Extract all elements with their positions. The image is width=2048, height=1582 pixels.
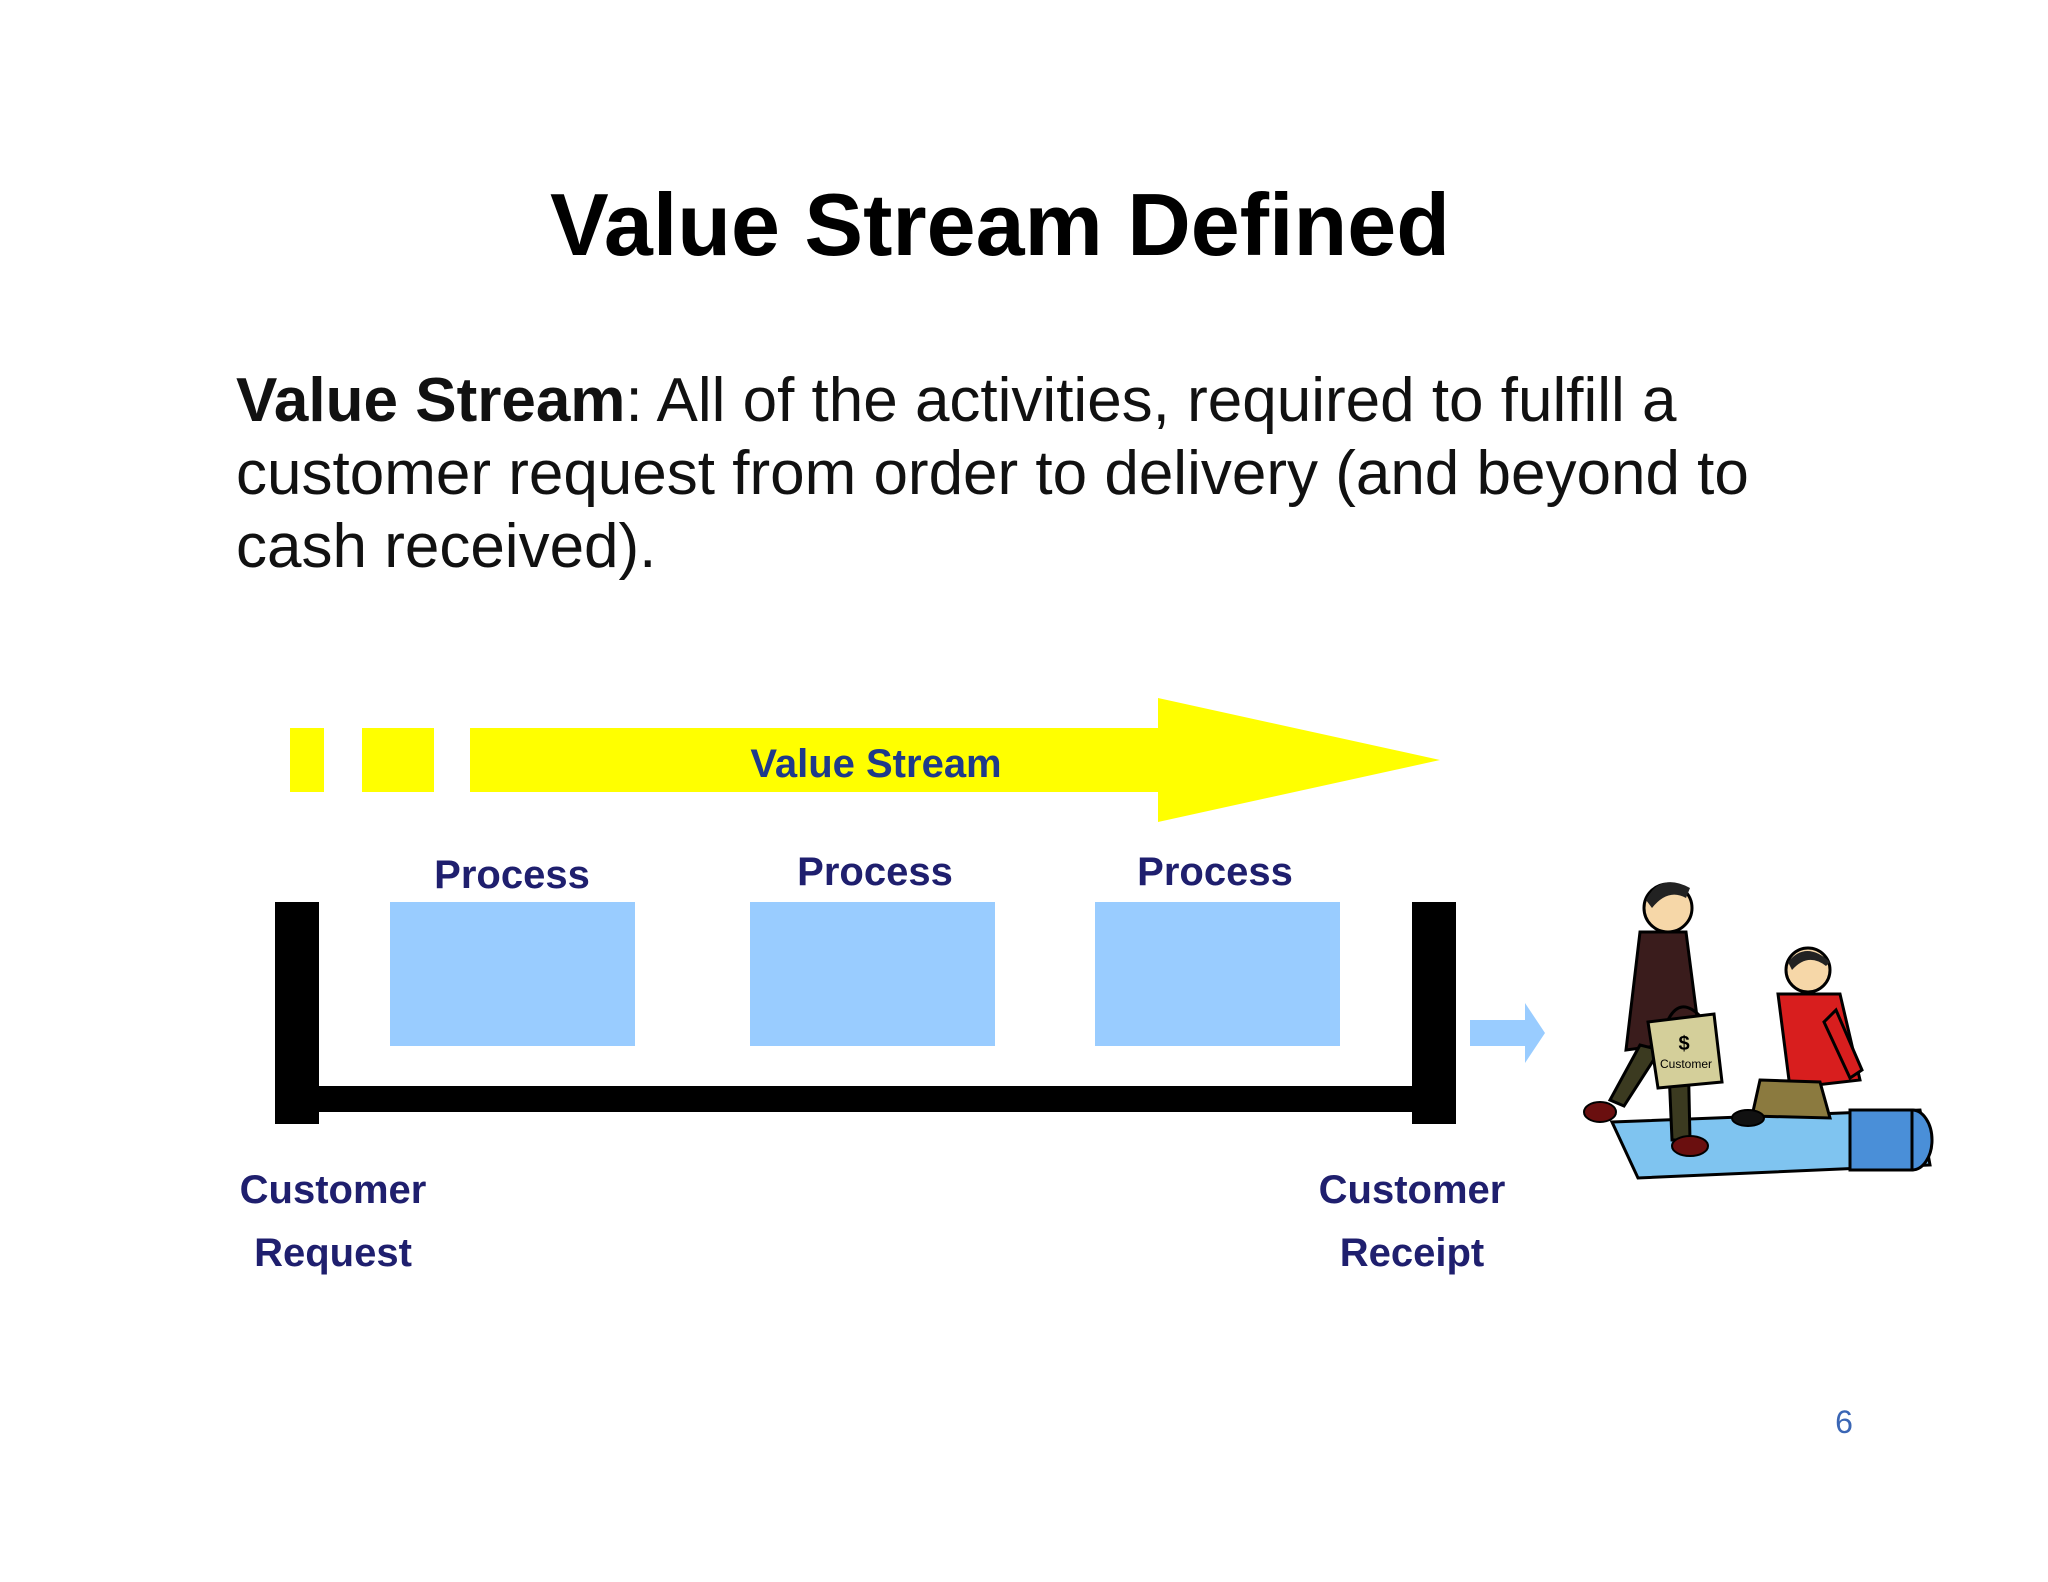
value-stream-label: Value Stream bbox=[750, 742, 1001, 786]
kneeling-host-figure bbox=[1731, 946, 1864, 1127]
page-number: 6 bbox=[1835, 1404, 1853, 1440]
definition-text: : All of the activities, required to ful… bbox=[236, 366, 1749, 581]
definition-term: Value Stream bbox=[236, 366, 626, 435]
value-stream-arrow: Value Stream bbox=[290, 698, 1440, 822]
bag-label: Customer bbox=[1660, 1057, 1712, 1071]
process-box-3 bbox=[1095, 902, 1340, 1046]
value-stream-frame bbox=[275, 902, 1456, 1124]
arrow-body bbox=[470, 698, 1440, 822]
walking-customer-shoe-2 bbox=[1671, 1135, 1709, 1157]
customer-receipt-label-line2: Receipt bbox=[1340, 1231, 1485, 1275]
arrow-dash-2 bbox=[362, 728, 434, 792]
process-label-1: Process bbox=[434, 853, 590, 897]
customer-red-carpet-illustration: $ Customer bbox=[1583, 882, 1934, 1180]
host-arm bbox=[1822, 1007, 1864, 1081]
host-legs bbox=[1750, 1078, 1832, 1120]
walking-customer-shoe-1 bbox=[1583, 1101, 1617, 1123]
process-box-1 bbox=[390, 902, 635, 1046]
customer-receipt-label-line1: Customer bbox=[1319, 1168, 1506, 1212]
customer-request-label-line1: Customer bbox=[240, 1168, 427, 1212]
host-hair bbox=[1788, 951, 1830, 970]
carpet-roll-body bbox=[1848, 1108, 1914, 1172]
definition-paragraph: Value Stream: All of the activities, req… bbox=[236, 364, 1836, 583]
walking-customer-hair bbox=[1646, 882, 1690, 908]
bag-body bbox=[1646, 1012, 1724, 1090]
bag-handle bbox=[1666, 1005, 1702, 1021]
arrow-dash-1 bbox=[290, 728, 324, 792]
customer-request-label-line2: Request bbox=[254, 1231, 412, 1275]
frame-bottom-bar bbox=[275, 1086, 1456, 1112]
process-box-2 bbox=[750, 902, 995, 1046]
process-label-2: Process bbox=[797, 850, 953, 894]
shopping-bag-icon: $ Customer bbox=[1646, 1005, 1724, 1090]
host-shoe bbox=[1731, 1109, 1765, 1127]
bag-symbol: $ bbox=[1678, 1033, 1689, 1055]
process-label-3: Process bbox=[1137, 850, 1293, 894]
output-arrow bbox=[1470, 1003, 1545, 1063]
slide-title: Value Stream Defined bbox=[550, 175, 1450, 274]
